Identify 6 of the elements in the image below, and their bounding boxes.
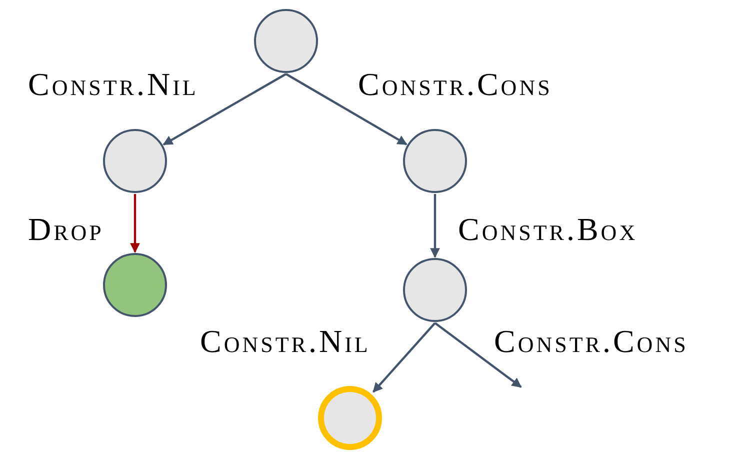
- arrow: [285, 73, 408, 146]
- arrow: [372, 322, 436, 393]
- arrow: [162, 73, 287, 146]
- arrow: [430, 194, 440, 258]
- arrow: [434, 322, 522, 388]
- arrow: [130, 194, 140, 253]
